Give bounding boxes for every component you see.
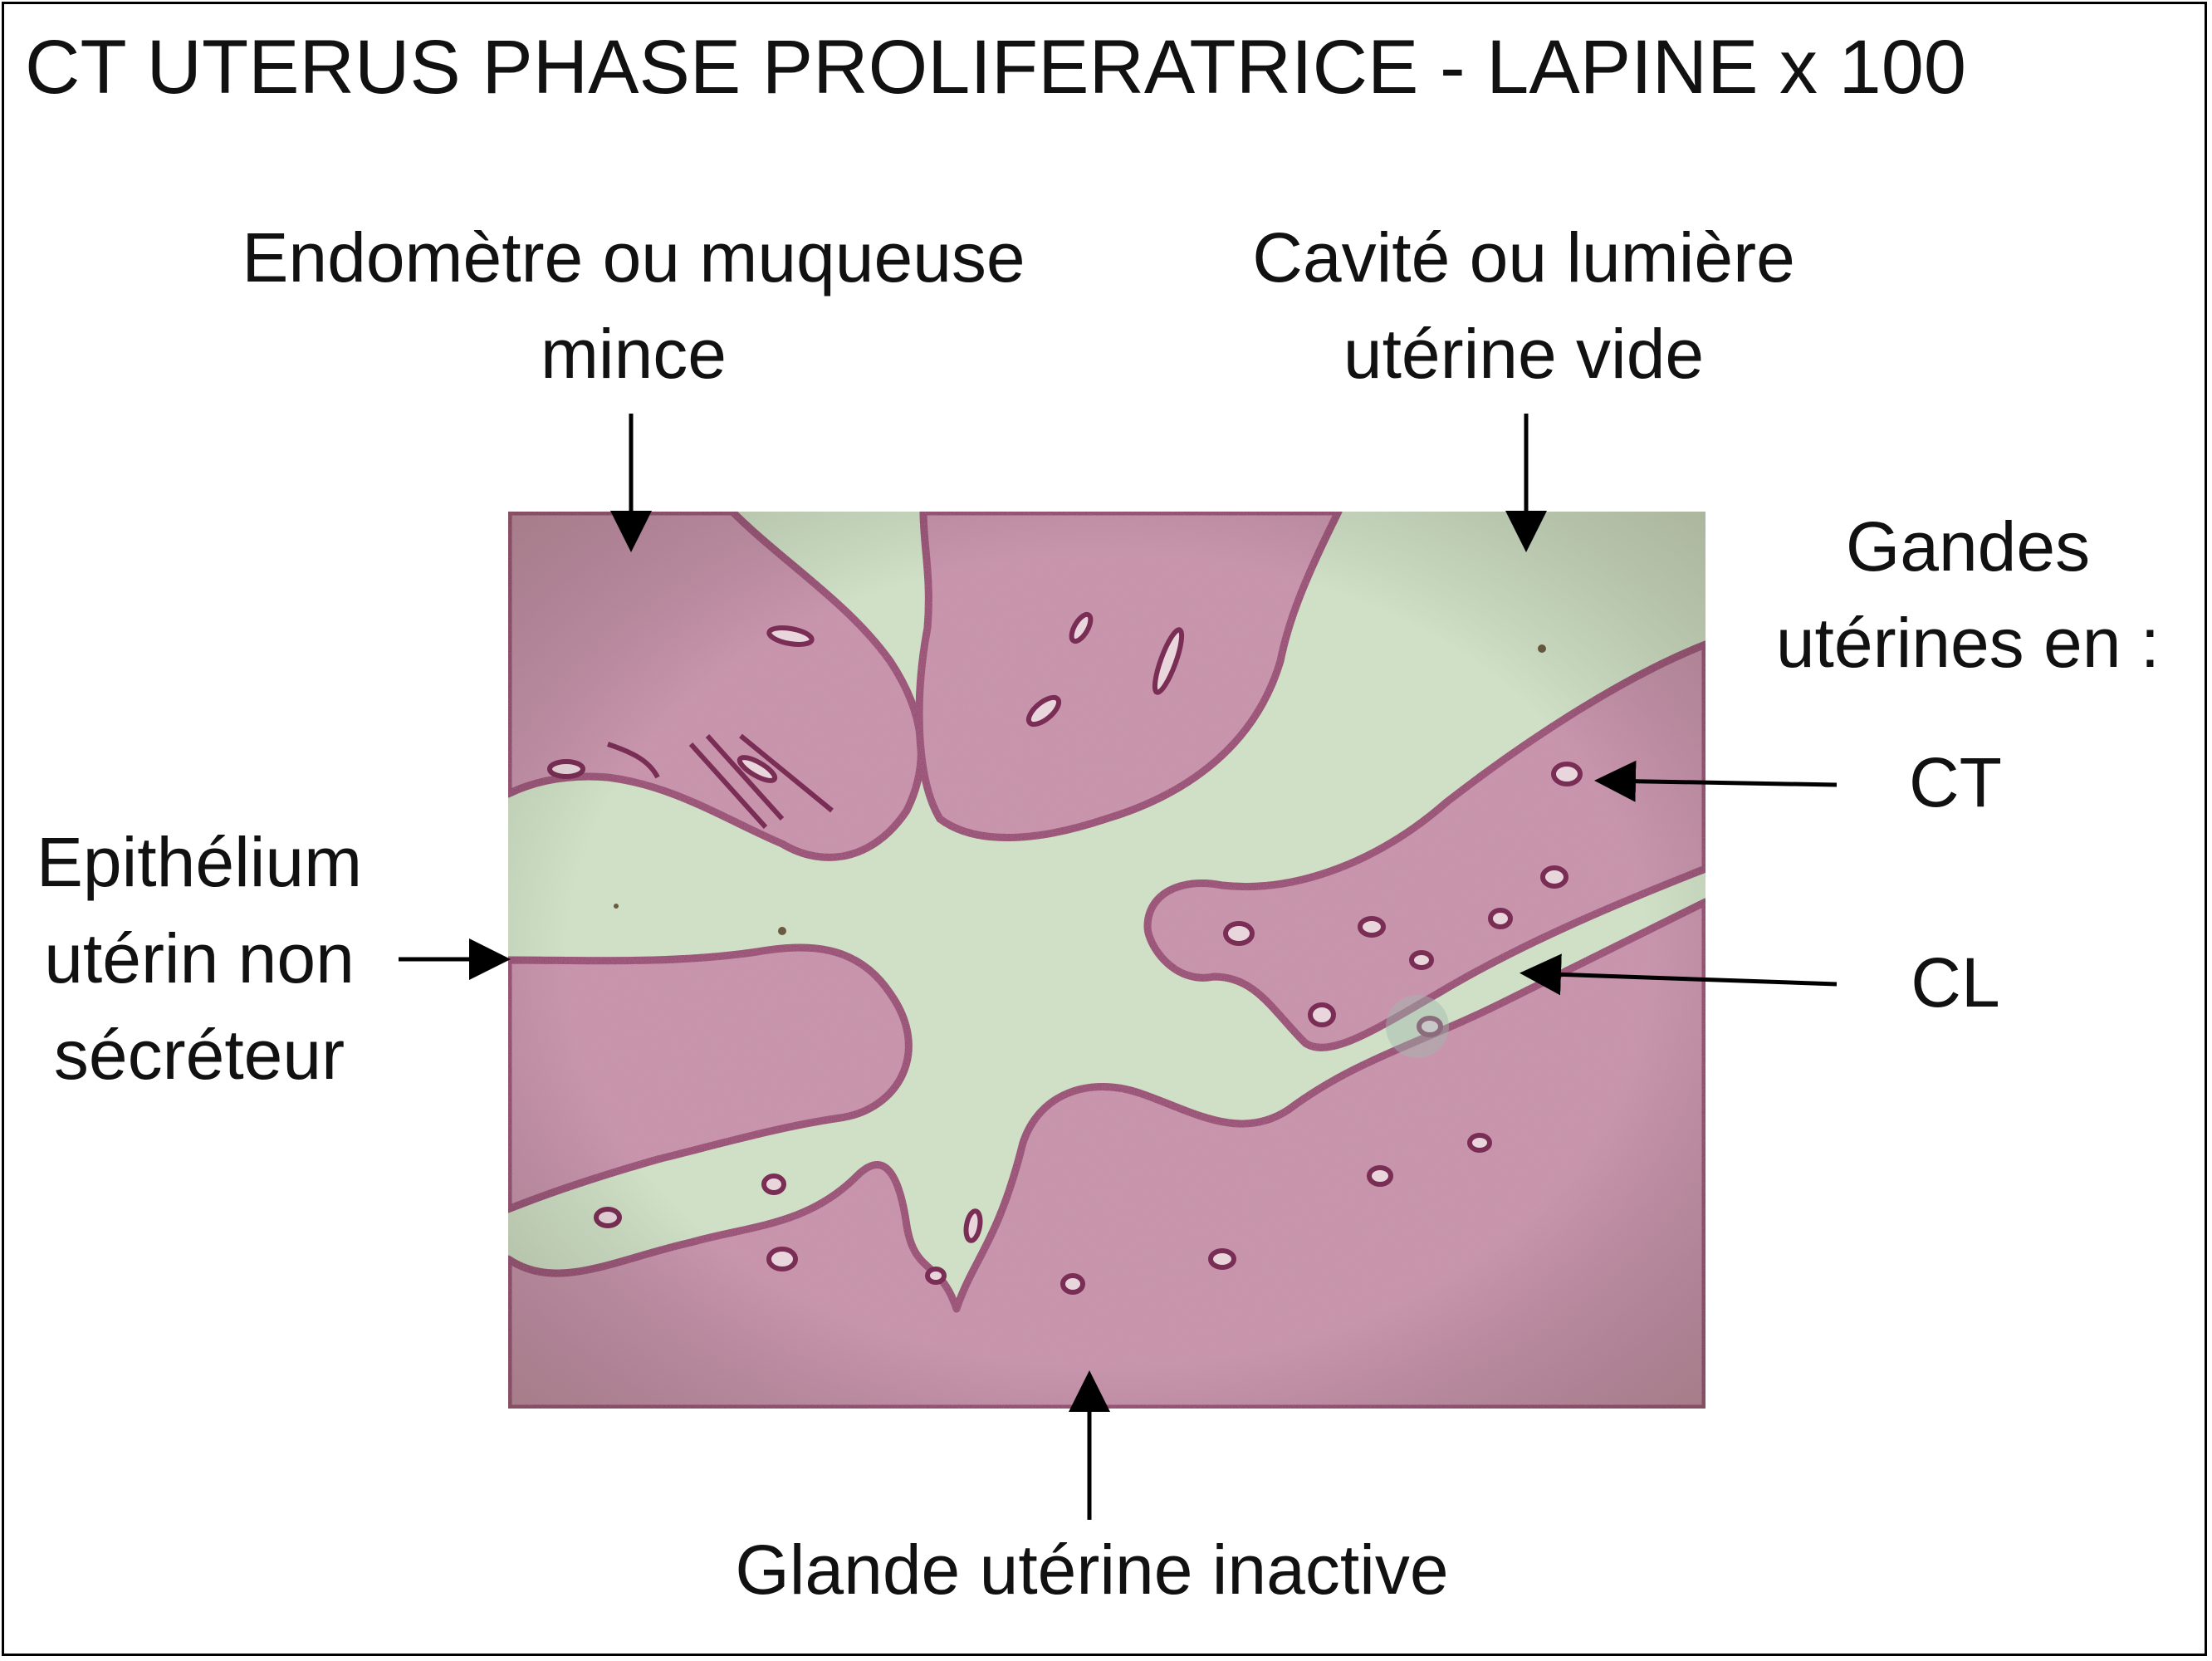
label-glandes-line1: Gandes bbox=[1845, 507, 2091, 586]
label-epithelium-line1: Epithélium bbox=[36, 823, 363, 901]
label-endometre: Endomètre ou muqueuse mince bbox=[193, 209, 1074, 402]
label-epithelium-line2: utérin non bbox=[44, 919, 355, 997]
label-glandes: Gandes utérines en : bbox=[1744, 498, 2192, 691]
label-cavite-line2: utérine vide bbox=[1343, 315, 1705, 393]
arrow-cl bbox=[1520, 953, 1838, 996]
label-glandes-line2: utérines en : bbox=[1775, 604, 2161, 682]
label-endometre-line2: mince bbox=[540, 315, 727, 393]
label-cavite-line1: Cavité ou lumière bbox=[1252, 218, 1795, 296]
label-endometre-line1: Endomètre ou muqueuse bbox=[242, 218, 1025, 296]
label-cl: CL bbox=[1911, 943, 2000, 1022]
label-glande-inactive: Glande utérine inactive bbox=[735, 1531, 1449, 1609]
label-cavite: Cavité ou lumière utérine vide bbox=[1196, 209, 1852, 402]
uterus-micrograph bbox=[508, 512, 1705, 1409]
figure-title: CT UTERUS PHASE PROLIFERATRICE - LAPINE … bbox=[25, 25, 1967, 110]
arrow-ct bbox=[1594, 760, 1838, 802]
label-epithelium-line3: sécréteur bbox=[53, 1016, 345, 1094]
label-ct: CT bbox=[1909, 743, 2002, 821]
label-epithelium: Epithélium utérin non sécréteur bbox=[0, 814, 399, 1103]
